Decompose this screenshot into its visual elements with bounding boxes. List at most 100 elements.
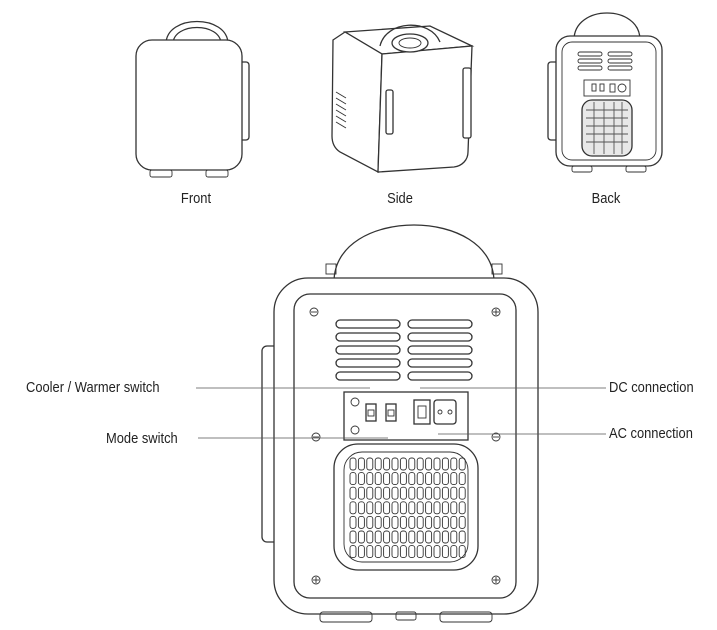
fan-grille-slot <box>408 457 416 471</box>
back-switch-panel <box>583 79 631 97</box>
fan-grille-slot <box>357 515 365 529</box>
fan-grille-slot <box>433 457 441 471</box>
fan-grille-slot <box>349 545 357 559</box>
fan-grille-slot <box>399 486 407 500</box>
fan-grille-slot <box>366 457 374 471</box>
fan-grille-slot <box>425 530 433 544</box>
fan-grille-slot <box>383 530 391 544</box>
fan-grille-slot <box>450 472 458 486</box>
callout-leaders <box>196 387 606 439</box>
fan-grille-slot <box>450 501 458 515</box>
fan-grille-slot <box>366 515 374 529</box>
fan-grille-slot <box>408 515 416 529</box>
fan-grille-slot <box>374 515 382 529</box>
fan-grille-slot <box>450 530 458 544</box>
fan-grille-slot <box>357 545 365 559</box>
fan-grille-slot <box>441 515 449 529</box>
fan-grille-slot <box>399 530 407 544</box>
fan-grille-slot <box>425 501 433 515</box>
fan-grille-slot <box>425 486 433 500</box>
large-vents <box>335 319 473 381</box>
fan-grille-slot <box>458 530 466 544</box>
fan-grille-slot <box>433 515 441 529</box>
fan-grille-slot <box>458 515 466 529</box>
mode-switch-graphic <box>385 403 397 422</box>
corner-screws <box>309 307 501 585</box>
ac-connection-label: AC connection <box>609 425 693 442</box>
large-back-panel <box>293 293 517 599</box>
fan-grille-slot <box>366 472 374 486</box>
side-left-face <box>331 31 383 174</box>
back-view-label: Back <box>591 190 621 207</box>
large-handle-dome <box>333 224 495 283</box>
dc-connection-label: DC connection <box>609 379 694 396</box>
fan-grille-slot <box>425 515 433 529</box>
side-view-label: Side <box>387 190 413 207</box>
fan-grille-slot <box>349 457 357 471</box>
fan-grille-slot <box>441 472 449 486</box>
fan-grille-slot <box>383 501 391 515</box>
fan-grille-slot <box>383 515 391 529</box>
fan-grille-slot <box>416 530 424 544</box>
side-vents <box>335 91 347 129</box>
fan-grille-slot <box>416 457 424 471</box>
fan-grille-slot <box>450 515 458 529</box>
fan-grille-slot <box>441 457 449 471</box>
fan-grille-slot <box>425 472 433 486</box>
fan-grille-slot <box>458 501 466 515</box>
front-body <box>135 39 243 171</box>
fan-grille-slot <box>416 545 424 559</box>
fan-grille-slot <box>366 486 374 500</box>
fan-grille-slot <box>433 472 441 486</box>
cooler-warmer-switch-graphic <box>365 403 377 422</box>
fan-grille-slot <box>374 501 382 515</box>
fan-grille-slot <box>374 486 382 500</box>
fan-grille-slot <box>391 486 399 500</box>
fan-grille-slot <box>450 486 458 500</box>
fan-grille-slot <box>399 472 407 486</box>
fan-grille-slot <box>391 530 399 544</box>
side-door-handle <box>385 89 394 135</box>
fan-grille-slot <box>399 457 407 471</box>
fan-grille-slot <box>349 515 357 529</box>
fan-grille-slot <box>357 472 365 486</box>
fan-grille-slot <box>450 545 458 559</box>
fan-grille-slot <box>458 545 466 559</box>
fan-grille-slot <box>433 545 441 559</box>
fan-grille-slot <box>458 457 466 471</box>
cooler-warmer-switch-label: Cooler / Warmer switch <box>26 379 160 396</box>
ac-connection-graphic <box>433 399 457 425</box>
fan-grille-slot <box>366 501 374 515</box>
fan-grille-slot <box>458 472 466 486</box>
large-body <box>273 277 539 615</box>
front-view-label: Front <box>180 190 212 207</box>
fan-grille-slot <box>366 530 374 544</box>
fan-grille-slot <box>391 457 399 471</box>
fan-grille-slot <box>408 472 416 486</box>
back-vents <box>577 51 633 71</box>
fan-grille-slot <box>391 472 399 486</box>
fan-grille-slot <box>349 486 357 500</box>
large-back-view <box>261 224 539 623</box>
fan-grille-slot <box>416 501 424 515</box>
back-fan-grille <box>581 99 633 157</box>
fan-grille-slot <box>391 545 399 559</box>
side-view <box>331 24 475 174</box>
fan-grille-slot <box>441 501 449 515</box>
fan-grille-slot <box>357 530 365 544</box>
fan-grille-slot <box>450 457 458 471</box>
fan-grille-slot <box>374 530 382 544</box>
dc-connection-graphic <box>413 399 431 425</box>
fan-grille-slot <box>399 545 407 559</box>
fan-grille-slot <box>458 486 466 500</box>
fan-grille-slot <box>383 545 391 559</box>
side-front-face <box>377 45 473 173</box>
fan-grille-slot <box>408 545 416 559</box>
fan-grille-inner <box>343 451 469 563</box>
fan-grille-slot <box>433 486 441 500</box>
fan-grille-slot <box>383 486 391 500</box>
fan-grille-slot <box>425 457 433 471</box>
fan-grille-slot <box>374 472 382 486</box>
